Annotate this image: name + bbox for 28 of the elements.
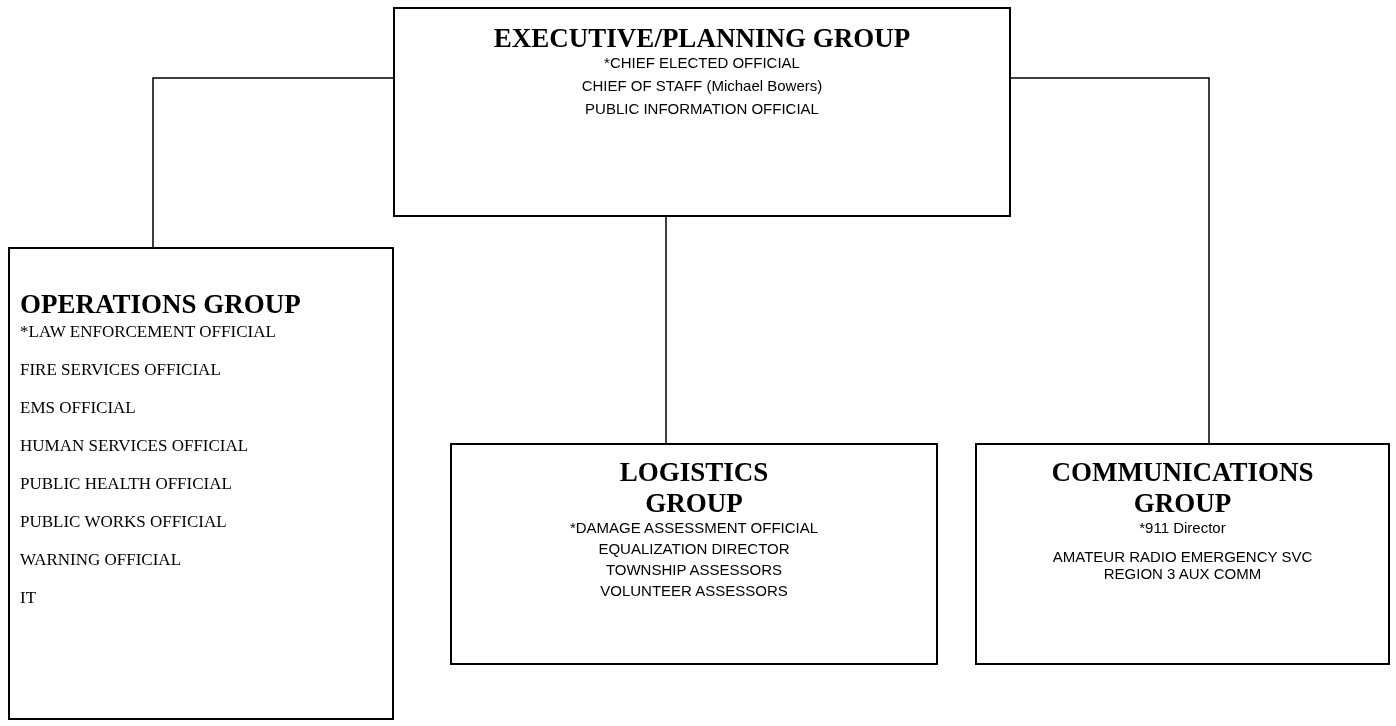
role-label: PUBLIC INFORMATION OFFICIAL <box>585 100 819 117</box>
role-label: VOLUNTEER ASSESSORS <box>600 582 788 599</box>
role-label: WARNING OFFICIAL <box>20 550 182 570</box>
role-label: PUBLIC WORKS OFFICIAL <box>20 512 227 532</box>
group-box <box>393 7 1011 217</box>
role-label: *911 Director <box>1139 519 1226 536</box>
group-heading: OPERATIONS GROUP <box>20 289 301 320</box>
role-label: *DAMAGE ASSESSMENT OFFICIAL <box>569 519 819 536</box>
role-label: CHIEF OF STAFF (Michael Bowers) <box>581 77 823 94</box>
role-label: AMATEUR RADIO EMERGENCY SVC REGION 3 AUX COMM <box>1051 548 1314 582</box>
connector-line <box>665 216 667 444</box>
role-label: *LAW ENFORCEMENT OFFICIAL <box>20 322 276 342</box>
role-label: TOWNSHIP ASSESSORS <box>605 561 783 578</box>
group-heading: EXECUTIVE/PLANNING GROUP <box>493 23 911 54</box>
role-label: HUMAN SERVICES OFFICIAL <box>20 436 249 456</box>
connector-line <box>152 77 394 248</box>
role-label: *CHIEF ELECTED OFFICIAL <box>604 54 800 71</box>
role-label: EQUALIZATION DIRECTOR <box>598 540 790 557</box>
group-heading: LOGISTICS GROUP <box>618 457 770 519</box>
group-box <box>8 247 394 720</box>
role-label: FIRE SERVICES OFFICIAL <box>20 360 221 380</box>
group-box <box>975 443 1390 665</box>
connector-line <box>1010 77 1210 444</box>
group-box <box>450 443 938 665</box>
role-label: PUBLIC HEALTH OFFICIAL <box>20 474 232 494</box>
group-heading: COMMUNICATIONS GROUP <box>1050 457 1315 519</box>
role-label: EMS OFFICIAL <box>20 398 136 418</box>
role-label: IT <box>20 588 37 608</box>
